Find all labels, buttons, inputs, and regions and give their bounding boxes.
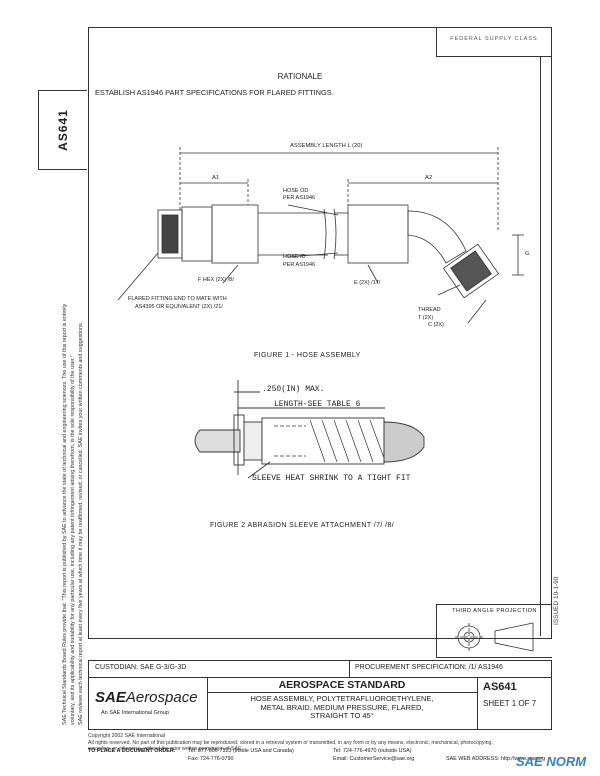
side-note-line2: voluntary, and its applicability and sui… — [70, 355, 76, 725]
fig1-g: G — [525, 251, 530, 257]
figure1-hose-assembly-drawing — [117, 147, 524, 324]
title-block: CUSTODIAN: SAE G-3/G-3D PROCUREMENT SPEC… — [88, 660, 552, 730]
third-angle-symbol — [455, 622, 534, 652]
title-block-top-row: CUSTODIAN: SAE G-3/G-3D PROCUREMENT SPEC… — [89, 661, 551, 678]
fig1-flared1: FLARED FITTING END TO MATE WITH — [128, 296, 227, 302]
order-label: TO PLACE A DOCUMENT ORDER: — [88, 748, 176, 754]
sheet-number: SHEET 1 OF 7 — [483, 699, 537, 708]
side-note-line3: SAE reviews each technical report at lea… — [78, 321, 84, 725]
page-frame — [88, 27, 552, 639]
fig2-max: .250(IN) MAX. — [262, 385, 325, 394]
custodian: CUSTODIAN: SAE G-3/G-3D — [95, 664, 187, 671]
fig2-sleeve: SLEEVE HEAT SHRINK TO A TIGHT FIT — [252, 474, 411, 483]
fig2-length: LENGTH-SEE TABLE 6 — [274, 400, 361, 409]
tel-outside: Tel: 724-776-4970 (outside USA) — [333, 748, 412, 754]
footer-copyright: Copyright 2002 SAE International — [88, 733, 165, 739]
logo-text: SAEAerospace — [95, 689, 198, 706]
title-line3: STRAIGHT TO 45° — [310, 711, 374, 721]
document-number: AS641 — [483, 681, 517, 693]
fig1-per-as1946-a: PER AS1946 — [283, 195, 316, 201]
figure2-caption: FIGURE 2 ABRASION SLEEVE ATTACHMENT /7/ … — [210, 522, 395, 529]
fig1-thread2: T (2X) — [418, 315, 434, 321]
issued-date: ISSUED 10-1-90 — [553, 576, 560, 625]
supply-class-box: FEDERAL SUPPLY CLASS — [436, 27, 552, 57]
title-line2: METAL BRAID, MEDIUM PRESSURE, FLARED, — [260, 702, 424, 712]
fig1-assembly-length: ASSEMBLY LENGTH L (20) — [290, 143, 363, 149]
footer-rights: All rights reserved. No part of this pub… — [88, 739, 493, 746]
logo-sae: SAE — [95, 689, 126, 706]
rationale-title: RATIONALE — [277, 72, 323, 81]
side-docnum-box — [38, 90, 87, 170]
email: Email: CustomerService@sae.org — [333, 756, 415, 762]
title-block-right: AS641 SHEET 1 OF 7 — [477, 677, 551, 729]
third-angle-projection-box: THIRD ANGLE PROJECTION — [436, 604, 552, 658]
procurement-spec: PROCUREMENT SPECIFICATION: /1/ AS1946 — [355, 664, 503, 671]
title-block-middle: AEROSPACE STANDARD HOSE ASSEMBLY, POLYTE… — [207, 677, 478, 729]
side-note-line1: SAE Technical Standards Board Rules prov… — [62, 303, 68, 725]
fig1-e: E (2X) /17/ — [354, 280, 381, 286]
rationale-text: ESTABLISH AS1946 PART SPECIFICATIONS FOR… — [95, 88, 334, 97]
fax: Fax: 724-776-0790 — [188, 756, 234, 762]
footer-legal: Copyright 2002 SAE International All rig… — [88, 733, 558, 753]
sae-aerospace-logo: SAEAerospace An SAE International Group — [89, 677, 208, 729]
footer-rights2: recording, or otherwise, without the pri… — [88, 746, 243, 753]
fig1-c: C (2X) — [428, 322, 444, 328]
tel-us: Tel: 877-606-7323 (inside USA and Canada… — [188, 748, 294, 754]
fig1-hose-od: HOSE OD — [283, 188, 309, 194]
watermark-text: SAE NORM — [516, 754, 587, 769]
sae-norm-watermark: SAE NORM — [510, 750, 600, 776]
supply-class-stamp: FEDERAL SUPPLY CLASS — [450, 36, 538, 42]
document-title: HOSE ASSEMBLY, POLYTETRAFLUOROETHYLENE, … — [207, 694, 477, 721]
logo-subtitle: An SAE International Group — [101, 710, 169, 716]
title-line1: HOSE ASSEMBLY, POLYTETRAFLUOROETHYLENE, — [250, 694, 434, 703]
figure2-abrasion-sleeve-drawing — [194, 380, 425, 479]
fig1-per-as1946-b: PER AS1946 — [283, 262, 316, 268]
figure1-caption: FIGURE 1 - HOSE ASSEMBLY — [254, 352, 361, 359]
logo-aerospace: Aerospace — [125, 689, 198, 706]
web-address-link[interactable]: SAE WEB ADDRESS: http://www.sae.org — [446, 756, 546, 762]
aerospace-standard-heading: AEROSPACE STANDARD — [207, 679, 477, 693]
side-document-number: AS641 — [56, 109, 70, 151]
fig1-flared2: AS4395 OR EQUIVALENT (2X) /21/ — [135, 304, 223, 310]
fig1-hex: F HEX (2X) /8/ — [198, 277, 234, 283]
fig1-thread1: THREAD — [418, 307, 441, 313]
fig1-hose-id: HOSE ID — [283, 254, 306, 260]
right-margin-strip — [540, 56, 553, 636]
fig1-a2: A2 — [425, 175, 433, 181]
third-angle-label: THIRD ANGLE PROJECTION — [452, 608, 537, 614]
fig1-a1: A1 — [212, 175, 220, 181]
top-row-divider — [349, 661, 350, 677]
